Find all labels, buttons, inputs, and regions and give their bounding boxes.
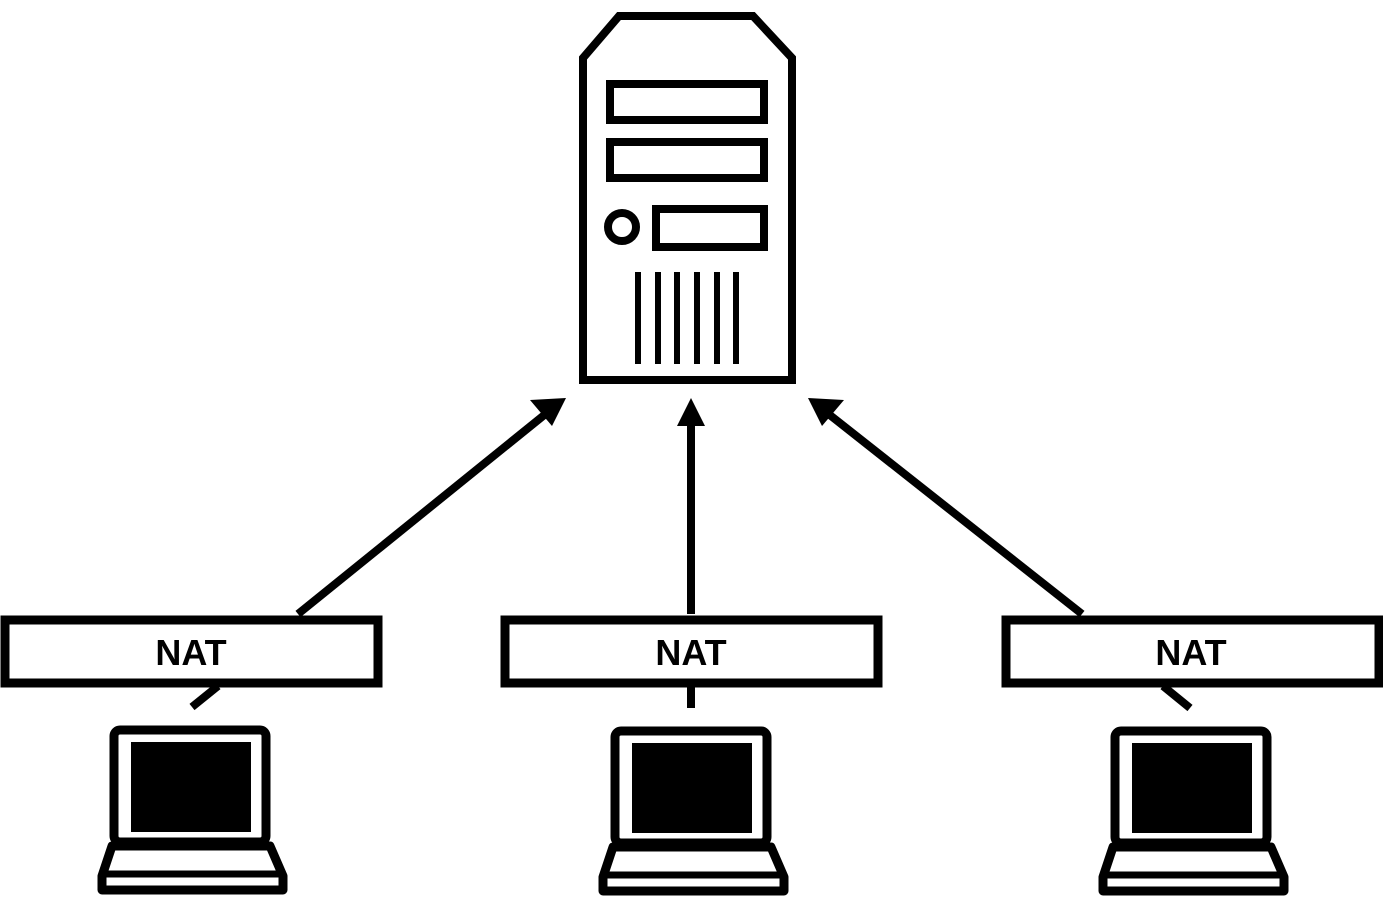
nat-box-3: NAT	[1001, 615, 1383, 688]
nat-box-1: NAT	[0, 615, 383, 688]
server-case	[579, 12, 796, 384]
nat-label-3: NAT	[1155, 632, 1226, 673]
arrow-center-head	[677, 398, 705, 426]
power-button-icon	[604, 209, 640, 245]
arrow-left	[295, 408, 551, 618]
arrow-left-head	[530, 398, 566, 426]
drive-bay-2	[606, 138, 768, 182]
vent-slots	[635, 272, 739, 364]
arrow-right-head	[808, 398, 844, 426]
arrow-right	[823, 408, 1085, 618]
nat-to-laptop-links	[189, 682, 1193, 712]
nat-label-2: NAT	[655, 632, 726, 673]
server-tower-icon	[579, 12, 796, 384]
drive-bay-3	[652, 205, 768, 251]
nat-box-2: NAT	[500, 615, 883, 688]
laptop-icon	[1098, 726, 1289, 896]
connection-arrows	[295, 398, 1085, 618]
laptop-icon	[598, 726, 789, 896]
laptop-icon	[97, 725, 288, 895]
drive-bay-1	[606, 80, 768, 124]
nat-label-1: NAT	[155, 632, 226, 673]
